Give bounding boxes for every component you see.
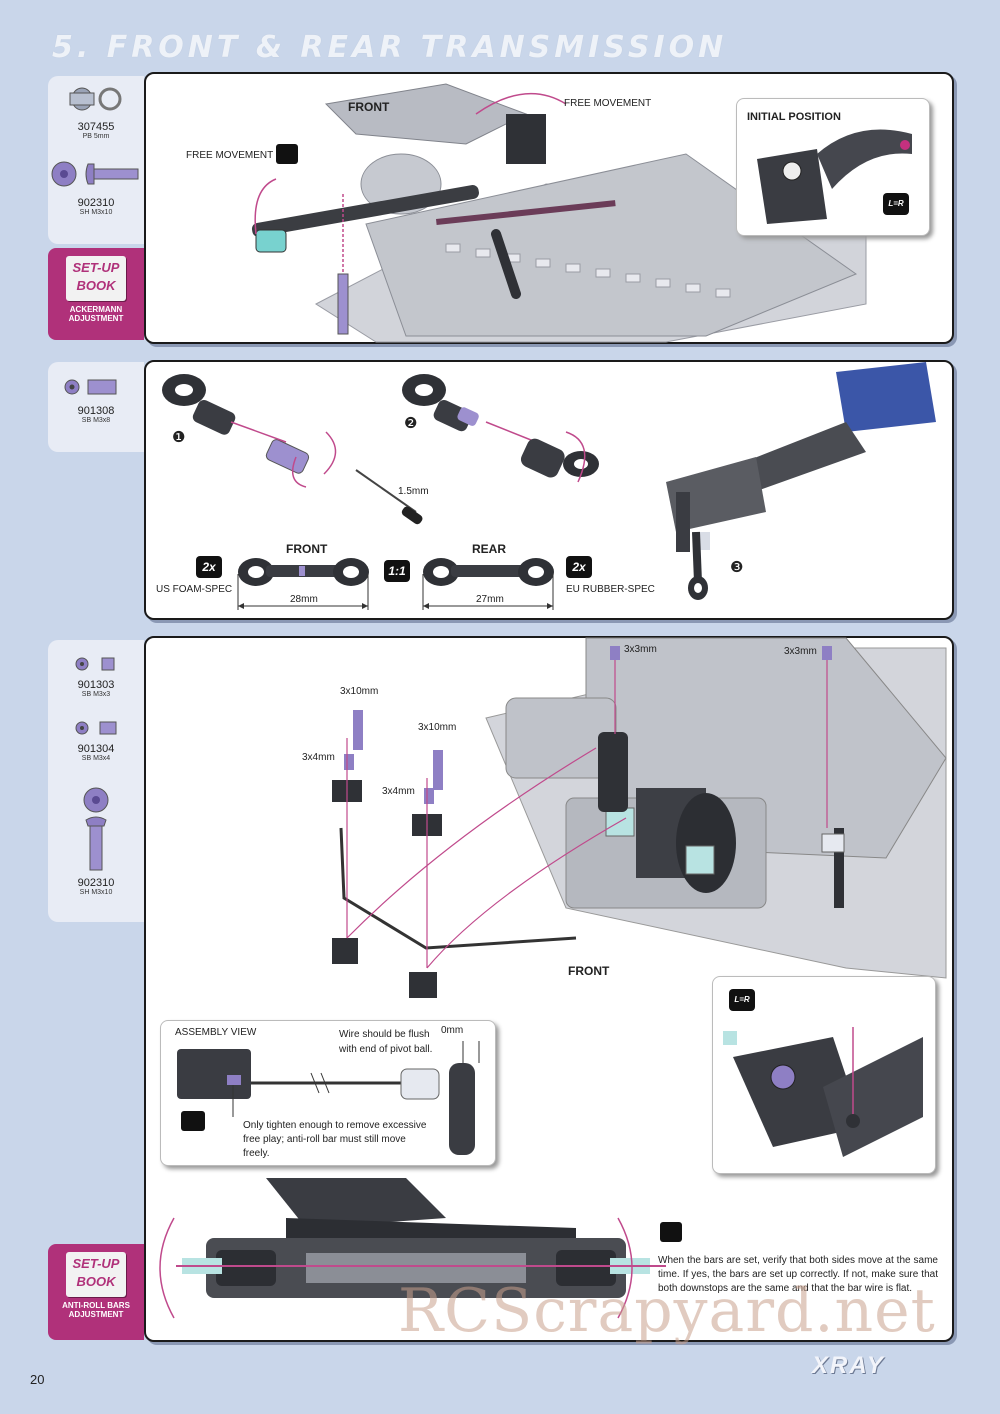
screw-icon — [51, 161, 139, 187]
screwdriver-icon — [660, 1222, 682, 1242]
part-desc: SB M3x8 — [81, 417, 111, 424]
ratio-badge: 1:1 — [384, 560, 410, 582]
assembly-view-illustration — [177, 1041, 480, 1155]
part-desc: SB M3x4 — [81, 755, 111, 762]
part-902310: 902310 SH M3x10 — [48, 786, 144, 896]
part-desc: SH M3x10 — [79, 889, 113, 896]
us-spec-label: US FOAM-SPEC — [156, 584, 233, 595]
step-2-marker: ❷ — [404, 415, 418, 432]
tighten-note: Only tighten enough to remove excessive … — [243, 1120, 427, 1159]
eu-spec-label: EU RUBBER-SPEC — [566, 584, 655, 595]
front-length-label: 28mm — [290, 594, 318, 605]
set-screw-icon — [64, 379, 117, 395]
hex-size-label: 1.5mm — [398, 486, 429, 497]
quantity-badge-rear: 2x — [566, 556, 592, 578]
panel-anti-roll: 3x3mm 3x3mm 3x10mm 3x10mm 3x4mm 3x4mm FR… — [144, 636, 954, 1342]
lr-badge: L=R — [729, 989, 755, 1011]
link-assembly-illustration — [162, 362, 936, 610]
part-901303: 901303 SB M3x3 — [48, 652, 144, 698]
anti-roll-illustration — [159, 637, 947, 1319]
screw-3x10-label-b: 3x10mm — [418, 722, 457, 733]
part-number: 901308 — [77, 405, 115, 417]
step-1-marker: ❶ — [172, 429, 186, 446]
initial-position-inset: INITIAL POSITION L=R — [736, 98, 930, 236]
part-number: 902310 — [77, 877, 115, 889]
part-desc: PB 5mm — [82, 133, 110, 140]
part-902310: 902310 SH M3x10 — [48, 156, 144, 216]
assembly-view-inset: ASSEMBLY VIEW Wire should be flush with … — [160, 1020, 496, 1166]
screw-3x3-label-left: 3x3mm — [624, 644, 657, 655]
part-number: 307455 — [77, 121, 115, 133]
parts-sidebar-3: 901303 SB M3x3 901304 SB M3x4 902310 SH … — [48, 640, 144, 922]
verify-note: When the bars are set, verify that both … — [658, 1255, 938, 1294]
screwdriver-icon — [181, 1111, 205, 1131]
part-901304: 901304 SB M3x4 — [48, 716, 144, 762]
part-901308: 901308 SB M3x8 — [48, 372, 144, 424]
part-number: 902310 — [77, 197, 115, 209]
parts-sidebar-1: 307455 PB 5mm 902310 SH M3x10 — [48, 76, 144, 244]
part-307455: 307455 PB 5mm — [48, 84, 144, 140]
page-number: 20 — [30, 1372, 45, 1387]
set-screw-icon — [75, 721, 117, 735]
page-title: 5. FRONT & REAR TRANSMISSION — [52, 30, 728, 65]
front-label: FRONT — [568, 964, 610, 978]
screw-icon — [83, 787, 109, 871]
assembly-view-label: ASSEMBLY VIEW — [175, 1027, 257, 1038]
screw-3x4-label-b: 3x4mm — [382, 786, 415, 797]
set-screw-icon — [75, 657, 115, 671]
initial-position-label: INITIAL POSITION — [747, 111, 841, 123]
rear-length-label: 27mm — [476, 594, 504, 605]
wire-flush-note: Wire should be flush with end of pivot b… — [339, 1029, 433, 1055]
pivot-ball-icon — [69, 87, 122, 111]
brand-logo: XRAY — [812, 1352, 885, 1379]
part-number: 901304 — [77, 743, 115, 755]
zero-mm-label: 0mm — [441, 1025, 464, 1036]
detail-illustration — [723, 1027, 923, 1157]
lr-badge: L=R — [883, 193, 909, 215]
screw-3x10-label-a: 3x10mm — [340, 686, 379, 697]
part-desc: SH M3x10 — [79, 209, 113, 216]
free-movement-label-left: FREE MOVEMENT — [186, 150, 274, 161]
screwdriver-icon — [276, 144, 298, 164]
rear-link-label: REAR — [472, 542, 507, 556]
panel-steering: FRONT FREE MOVEMENT FREE MOVEMENT INITIA… — [144, 72, 954, 344]
front-link-label: FRONT — [286, 542, 328, 556]
steering-assembly-illustration — [251, 83, 867, 343]
watermark: RCScrapyard.net — [398, 1276, 936, 1346]
quantity-badge-front: 2x — [196, 556, 222, 578]
parts-sidebar-2: 901308 SB M3x8 — [48, 362, 144, 452]
screw-3x3-label-right: 3x3mm — [784, 646, 817, 657]
setup-book-label: ANTI-ROLL BARS ADJUSTMENT — [62, 1301, 130, 1319]
steering-block-illustration — [757, 129, 912, 224]
free-movement-label-right: FREE MOVEMENT — [564, 98, 652, 109]
screw-3x4-label-a: 3x4mm — [302, 752, 335, 763]
part-number: 901303 — [77, 679, 115, 691]
lr-detail-inset: L=R — [712, 976, 936, 1174]
front-label: FRONT — [348, 100, 390, 114]
step-3-marker: ❸ — [730, 559, 744, 576]
setup-book-label: ACKERMANN ADJUSTMENT — [68, 305, 124, 323]
part-desc: SB M3x3 — [81, 691, 111, 698]
panel-links: ❶ ❷ ❸ 1.5mm FRONT REAR 2x 1:1 2x US FOAM… — [144, 360, 954, 620]
